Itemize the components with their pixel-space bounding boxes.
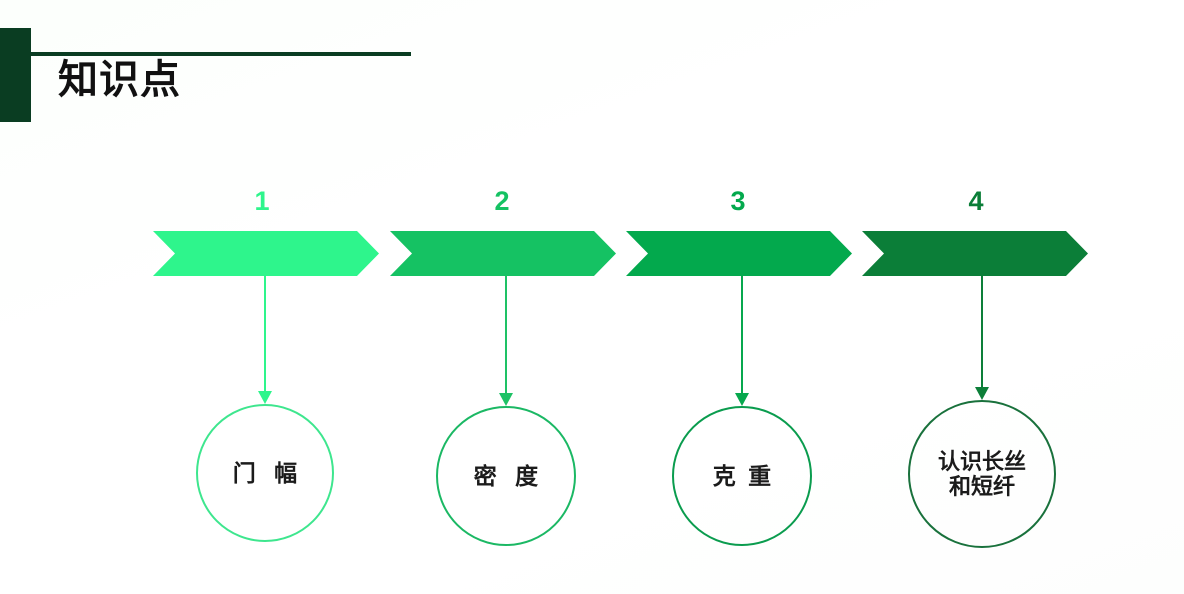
chevron-step-1[interactable] — [153, 231, 379, 276]
topic-label-1: 门 幅 — [232, 459, 304, 486]
title-underline-rule — [31, 52, 411, 56]
topic-circle-3[interactable]: 克 重 — [672, 406, 812, 546]
step-number-3: 3 — [730, 186, 746, 216]
topic-label-3: 克 重 — [712, 462, 775, 489]
topic-circle-4[interactable]: 认识长丝 和短纤 — [908, 400, 1056, 548]
connector-arrow-3 — [732, 276, 752, 408]
page-title: 知识点 — [58, 58, 181, 102]
connector-arrow-4 — [972, 276, 992, 402]
title-accent-bar — [0, 28, 31, 122]
topic-circle-1[interactable]: 门 幅 — [196, 404, 334, 542]
topic-circle-2[interactable]: 密 度 — [436, 406, 576, 546]
chevron-step-3[interactable] — [626, 231, 852, 276]
topic-label-2: 密 度 — [473, 462, 545, 489]
connector-arrow-1 — [255, 276, 275, 406]
step-number-4: 4 — [968, 186, 984, 216]
chevron-step-4[interactable] — [862, 231, 1088, 276]
step-number-1: 1 — [254, 186, 270, 216]
step-number-2: 2 — [494, 186, 510, 216]
connector-arrow-2 — [496, 276, 516, 408]
chevron-step-2[interactable] — [390, 231, 616, 276]
topic-label-4: 认识长丝 和短纤 — [937, 448, 1026, 499]
